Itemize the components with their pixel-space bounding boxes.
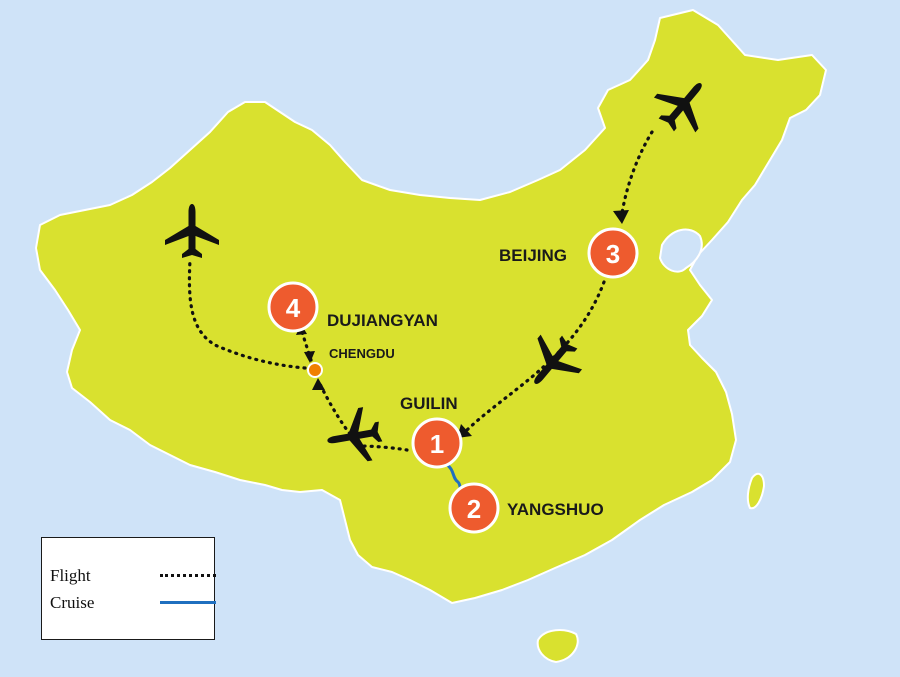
flight-routes bbox=[187, 130, 654, 452]
stop-number: 3 bbox=[606, 239, 620, 269]
legend-flight-label: Flight bbox=[50, 566, 91, 585]
mainland-china bbox=[35, 9, 827, 604]
dujiangyan-label: DUJIANGYAN bbox=[327, 311, 438, 330]
stop-marker-1: 1 bbox=[411, 417, 463, 469]
yangshuo-label: YANGSHUO bbox=[507, 500, 604, 519]
arrowhead-chengdu-up bbox=[312, 378, 325, 390]
legend-cruise-label: Cruise bbox=[50, 593, 95, 612]
beijing-label: BEIJING bbox=[499, 246, 567, 265]
legend-cruise-swatch bbox=[160, 601, 216, 604]
hainan-island bbox=[536, 629, 579, 664]
stop-number: 2 bbox=[467, 494, 481, 524]
flight-route-chengdu-to-dujiangyan bbox=[300, 330, 313, 362]
stop-marker-2: 2 bbox=[448, 482, 500, 534]
stop-number: 4 bbox=[286, 293, 301, 323]
flight-route-guilin-to-chengdu bbox=[316, 378, 409, 452]
stop-marker-4: 4 bbox=[267, 281, 319, 333]
flight-route-chengdu-to-west bbox=[187, 258, 307, 370]
chengdu-label: CHENGDU bbox=[329, 346, 395, 361]
bohai-sea bbox=[658, 228, 703, 273]
taiwan-island bbox=[746, 472, 766, 510]
chengdu-dot bbox=[307, 362, 323, 378]
flight-route-beijing-to-guilin bbox=[465, 280, 606, 432]
stop-number: 1 bbox=[430, 429, 444, 459]
arrowhead-beijing bbox=[613, 210, 629, 224]
legend-flight-swatch bbox=[160, 574, 216, 577]
stop-marker-3: 3 bbox=[587, 227, 639, 279]
guilin-label: GUILIN bbox=[400, 394, 458, 413]
arrowhead-chengdu-down bbox=[304, 351, 315, 363]
map-legend: Flight Cruise bbox=[41, 537, 216, 640]
flight-route-north-to-beijing bbox=[620, 130, 654, 215]
